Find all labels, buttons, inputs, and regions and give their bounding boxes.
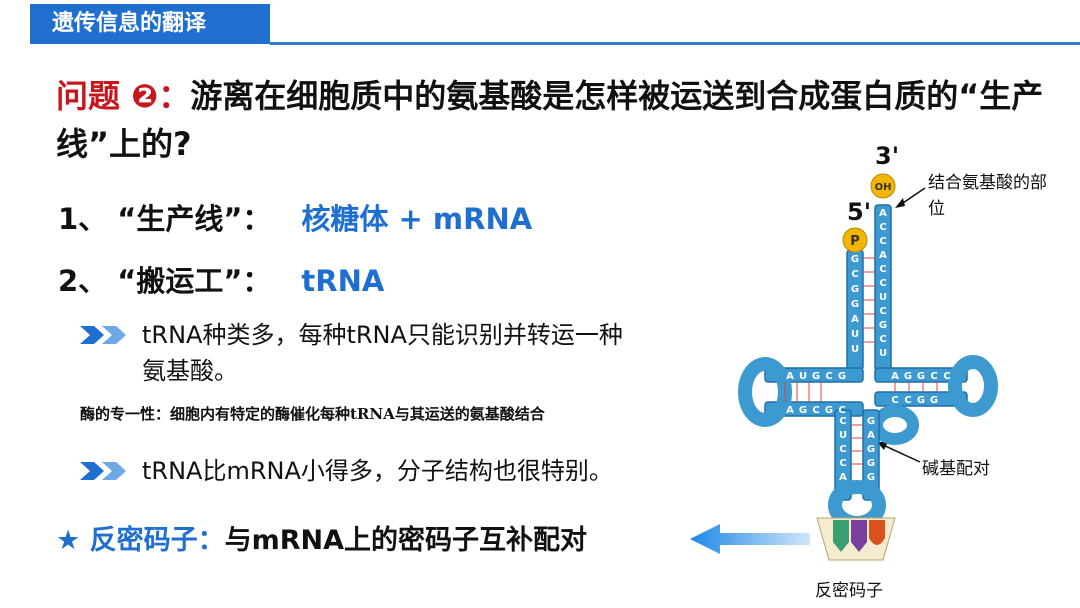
base-anticodon-stem-left: C	[839, 416, 846, 427]
base-t-arm: A	[891, 371, 899, 382]
base-d-arm-lower: C	[812, 405, 819, 416]
base-anticodon-stem-left: C	[839, 458, 846, 469]
bullet-1: tRNA种类多，每种tRNA只能识别并转运一种 氨基酸。	[142, 317, 623, 389]
base-acceptor-left: G	[851, 254, 859, 265]
base-acceptor-left: C	[851, 269, 858, 280]
base-t-arm-lower: C	[904, 395, 911, 406]
anticodon-term: 反密码子：	[90, 525, 225, 556]
base-t-arm-lower: G	[917, 395, 925, 406]
anticodon-text: 与mRNA上的密码子互补配对	[225, 525, 587, 556]
header-bar: 遗传信息的翻译	[0, 0, 1080, 46]
base-anticodon-stem-right: G	[867, 458, 875, 469]
item-label: 1、 “生产线”：	[58, 202, 271, 236]
base-d-arm-lower: A	[786, 405, 794, 416]
base-acceptor-left: U	[851, 344, 859, 355]
variable-loop	[877, 411, 913, 439]
base-d-arm-lower: C	[838, 405, 845, 416]
base-t-arm-lower: C	[891, 395, 898, 406]
base-acceptor-left: U	[851, 329, 859, 340]
base-acceptor-right: C	[879, 334, 886, 345]
header-title: 遗传信息的翻译	[30, 4, 270, 44]
base-anticodon-stem-right: G	[867, 444, 875, 455]
question-label: 问题 ❷：	[56, 77, 190, 115]
anticodon-statement: ★ 反密码子：与mRNA上的密码子互补配对	[56, 518, 587, 557]
base-d-arm: U	[799, 371, 807, 382]
chevron-bullet-icon	[80, 324, 130, 346]
base-anticodon-stem-right: G	[867, 416, 875, 427]
base-d-arm-lower: G	[799, 405, 807, 416]
base-t-arm: G	[917, 371, 925, 382]
base-t-arm: C	[943, 371, 950, 382]
pairing-pointer	[883, 445, 920, 462]
base-t-arm: G	[904, 371, 912, 382]
svg-text:P: P	[850, 234, 860, 249]
base-anticodon-stem-left: C	[839, 444, 846, 455]
bullet-1-line1: tRNA种类多，每种tRNA只能识别并转运一种	[142, 317, 623, 353]
base-acceptor-right: U	[879, 292, 887, 303]
base-d-arm: G	[838, 371, 846, 382]
base-t-arm: C	[930, 371, 937, 382]
base-acceptor-right: C	[879, 264, 886, 275]
bullet-1-line2: 氨基酸。	[142, 353, 623, 389]
base-anticodon-stem-right: A	[867, 430, 875, 441]
base-d-arm: G	[812, 371, 820, 382]
enzyme-specificity-note: 酶的专一性：细胞内有特定的酶催化每种tRNA与其运送的氨基酸结合	[80, 403, 545, 424]
base-acceptor-left: A	[851, 314, 859, 325]
item-production-line: 1、 “生产线”： 核糖体 + mRNA	[58, 196, 532, 238]
base-acceptor-right: C	[879, 236, 886, 247]
t-loop	[955, 362, 991, 410]
header-divider	[270, 42, 1080, 45]
base-anticodon-stem-left: A	[839, 472, 847, 483]
base-acceptor-right: A	[879, 208, 887, 219]
chevron-bullet-icon	[80, 460, 130, 482]
anticodon-block	[817, 518, 895, 560]
base-anticodon-stem-left: U	[839, 430, 847, 441]
bullet-2: tRNA比mRNA小得多，分子结构也很特别。	[142, 453, 613, 489]
base-acceptor-right: A	[879, 250, 887, 261]
base-acceptor-right: C	[879, 222, 886, 233]
base-acceptor-right: C	[879, 278, 886, 289]
base-d-arm: C	[825, 371, 832, 382]
base-t-arm-lower: G	[930, 395, 938, 406]
item-value: 核糖体 + mRNA	[301, 202, 532, 236]
base-anticodon-stem-right: G	[867, 472, 875, 483]
base-acceptor-right: G	[879, 320, 887, 331]
item-carrier: 2、 “搬运工”： tRNA	[58, 258, 384, 300]
base-d-arm: A	[786, 371, 794, 382]
item-value: tRNA	[301, 264, 384, 298]
base-acceptor-left: G	[851, 284, 859, 295]
star-icon: ★	[56, 525, 80, 556]
base-acceptor-left: G	[851, 299, 859, 310]
base-acceptor-right: U	[879, 348, 887, 359]
item-label: 2、 “搬运工”：	[58, 264, 271, 298]
base-acceptor-right: C	[879, 306, 886, 317]
base-d-arm-lower: G	[825, 405, 833, 416]
svg-text:OH: OH	[875, 182, 892, 193]
